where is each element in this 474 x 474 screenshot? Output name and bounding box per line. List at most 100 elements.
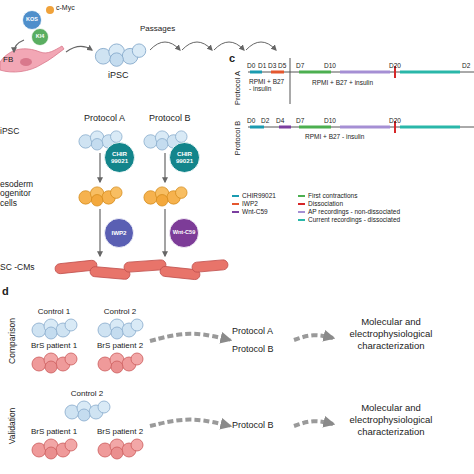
cells — [32, 353, 77, 373]
day-label: D2 — [462, 62, 470, 69]
panel-letter: d — [2, 285, 9, 297]
compound-circle: CHIR 99021 — [104, 142, 135, 173]
timeline-segment — [299, 71, 331, 74]
cells — [98, 353, 143, 373]
legend-item: First contractions — [298, 192, 358, 200]
node-text: Kl4 — [33, 28, 47, 46]
cells — [98, 439, 143, 459]
fibroblast — [0, 46, 64, 72]
legend-swatch — [298, 203, 305, 205]
cells — [32, 319, 77, 339]
protocol-heading: Protocol B — [234, 121, 242, 156]
day-label: D7 — [296, 62, 304, 69]
protocol-heading: Protocol A — [84, 114, 125, 124]
legend-text: AP recordings - non-dissociated — [308, 208, 400, 215]
node-text: Comparison — [8, 318, 17, 364]
node-text: Protocol B — [232, 340, 294, 358]
day-label: D5 — [278, 62, 286, 69]
patient-cells: BrS patient 1 — [27, 342, 81, 374]
node-text: Control 2 — [87, 308, 153, 317]
day-label: D0 — [247, 62, 255, 69]
compound-circle: CHIR 99021 — [169, 142, 200, 173]
reprogram-arrow — [66, 46, 92, 52]
circle-fill — [32, 29, 49, 46]
passage-arc — [214, 42, 244, 50]
protocol-text: Protocol AProtocol B — [232, 322, 294, 358]
stage-label: iPSC — [0, 127, 19, 136]
day-label: D2 — [261, 117, 269, 124]
passage-arc — [150, 42, 180, 50]
outcome-text: Molecular and electrophysiological chara… — [335, 316, 447, 360]
protocol-heading: Protocol A — [234, 71, 242, 105]
node-text: Validation — [8, 408, 17, 445]
timeline-segment — [250, 71, 262, 74]
node-text: BrS patient 2 — [87, 342, 153, 351]
node-text: Wnt-C59 — [171, 218, 197, 248]
flow-arrow — [150, 334, 230, 341]
passage-arc — [182, 42, 212, 50]
legend-swatch — [298, 219, 305, 221]
protocol-text: Protocol B — [232, 419, 294, 433]
patient-cells: BrS patient 2 — [93, 428, 147, 460]
cell-label: iPSC — [108, 71, 129, 81]
timeline-segment — [400, 126, 460, 129]
panel-letter: c — [229, 52, 235, 64]
control-cells: Control 2 — [60, 390, 114, 422]
stage-label: esoderm ogenitor cells — [0, 180, 44, 208]
node-text: CHIR 99021 — [106, 142, 133, 173]
compound-circle: Wnt-C59 — [169, 218, 199, 248]
medium-divider — [290, 58, 291, 104]
node-text: Molecular and electrophysiological chara… — [335, 402, 447, 438]
legend-swatch — [298, 211, 305, 213]
flow-arrow — [294, 421, 333, 426]
timeline — [248, 72, 474, 73]
control-cells: Control 2 — [93, 308, 147, 340]
control-cells: Control 1 — [27, 308, 81, 340]
legend-item: CHIR99021 — [232, 192, 276, 200]
day-label: D3 — [268, 62, 276, 69]
step-arrow — [99, 153, 100, 182]
step-label: Passages — [140, 25, 175, 34]
protocol-heading: Protocol B — [149, 114, 191, 124]
legend-text: Current recordings - dissociated — [308, 216, 400, 223]
flow-arrow — [294, 335, 333, 340]
medium-label: RPMI + B27 - insulin — [305, 133, 364, 140]
legend-text: CHIR99021 — [242, 192, 276, 199]
legend-text: IWP2 — [242, 200, 258, 207]
node-text: CHIR 99021 — [171, 142, 198, 173]
legend-swatch — [232, 211, 239, 213]
day-label: D1 — [258, 62, 266, 69]
step-arrow — [99, 209, 100, 256]
day-label: D0 — [247, 117, 255, 124]
medium-label: RPMI + B27 - insulin — [249, 78, 285, 92]
legend-item: IWP2 — [232, 200, 258, 208]
factor-circle: KOS — [22, 10, 42, 30]
compound-circle: IWP2 — [104, 218, 134, 248]
comparison-group: Comparison Control 1 Control 2 BrS patient … — [5, 306, 150, 376]
mesoderm-cells — [79, 187, 122, 206]
factor-dot: c-Myc — [46, 3, 86, 15]
patient-cells: BrS patient 1 — [27, 428, 81, 460]
flow-arrow — [150, 420, 230, 426]
timeline — [248, 127, 474, 128]
step-arrow — [164, 209, 165, 256]
timeline-segment — [250, 126, 264, 129]
timeline-segment — [299, 126, 331, 129]
node-text: IWP2 — [106, 218, 132, 248]
circle-fill — [23, 11, 42, 30]
node-text: Molecular and electrophysiological chara… — [335, 316, 447, 352]
legend-item: AP recordings - non-dissociated — [298, 208, 400, 216]
day-label: D10 — [324, 117, 336, 124]
legend-item: Current recordings - dissociated — [298, 216, 400, 224]
timeline-segment — [271, 71, 284, 74]
stage-label: SC -CMs — [0, 263, 34, 272]
node-text: Protocol B — [232, 419, 294, 431]
legend-text: First contractions — [308, 192, 358, 199]
timeline-segment — [340, 126, 390, 129]
passage-arc — [246, 42, 276, 50]
legend-item: Wnt-C59 — [232, 208, 268, 216]
dot-fill — [46, 6, 54, 14]
timeline-segment — [400, 71, 460, 74]
cardiomyocyte — [192, 259, 229, 272]
timeline-segment — [340, 71, 390, 74]
